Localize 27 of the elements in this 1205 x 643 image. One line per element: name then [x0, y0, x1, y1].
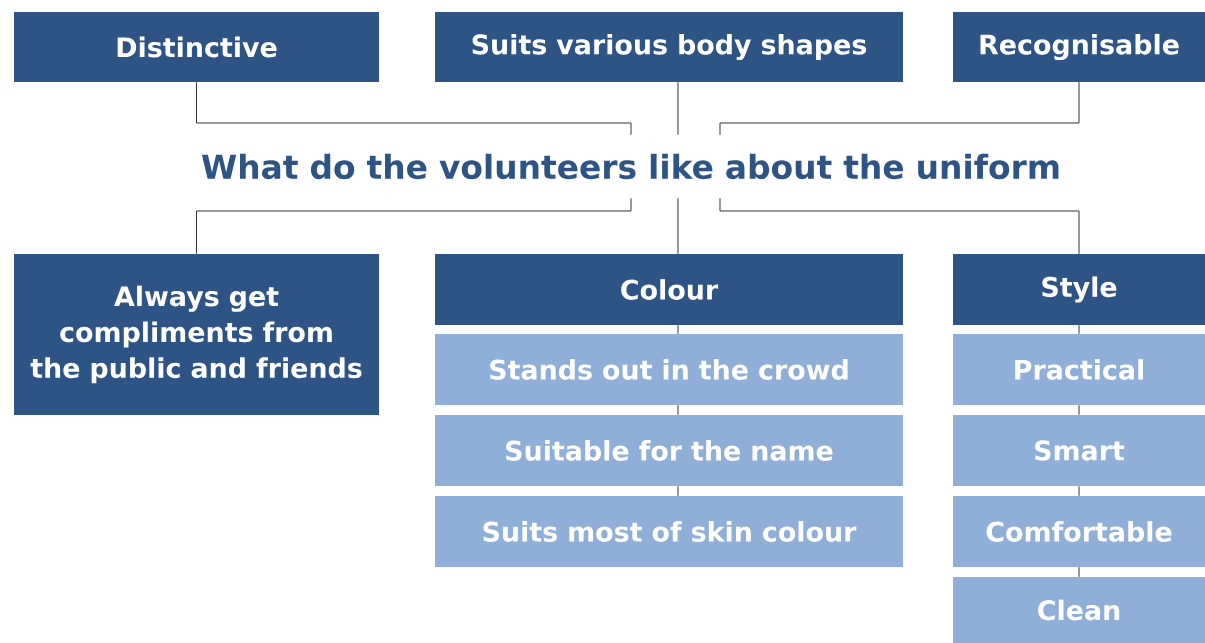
- connector-line: [719, 81, 1080, 136]
- category-box: Suits various body shapes: [435, 12, 903, 82]
- connector-line: [1078, 404, 1080, 416]
- item-box: Comfortable: [953, 496, 1205, 567]
- item-box: Stands out in the crowd: [435, 334, 903, 405]
- item-box: Clean: [953, 577, 1205, 643]
- category-box: Distinctive: [14, 12, 379, 82]
- connector-line: [677, 404, 679, 416]
- category-box: Style: [953, 254, 1205, 325]
- connector-line: [677, 485, 679, 497]
- connector-line: [677, 197, 679, 255]
- connector-line: [196, 81, 632, 136]
- category-box: Always get compliments from the public and friends: [14, 254, 379, 415]
- category-box: Recognisable: [953, 12, 1205, 82]
- category-box: Colour: [435, 254, 903, 325]
- connector-line: [1078, 485, 1080, 497]
- item-box: Practical: [953, 334, 1205, 405]
- connector-line: [1078, 324, 1080, 335]
- connector-line: [196, 197, 632, 255]
- central-question: What do the volunteers like about the uniform: [201, 153, 1059, 180]
- connector-line: [1078, 566, 1080, 578]
- connector-line: [719, 197, 1080, 255]
- item-box: Smart: [953, 415, 1205, 486]
- connector-line: [677, 324, 679, 335]
- item-box: Suitable for the name: [435, 415, 903, 486]
- connector-line: [677, 81, 679, 136]
- item-box: Suits most of skin colour: [435, 496, 903, 567]
